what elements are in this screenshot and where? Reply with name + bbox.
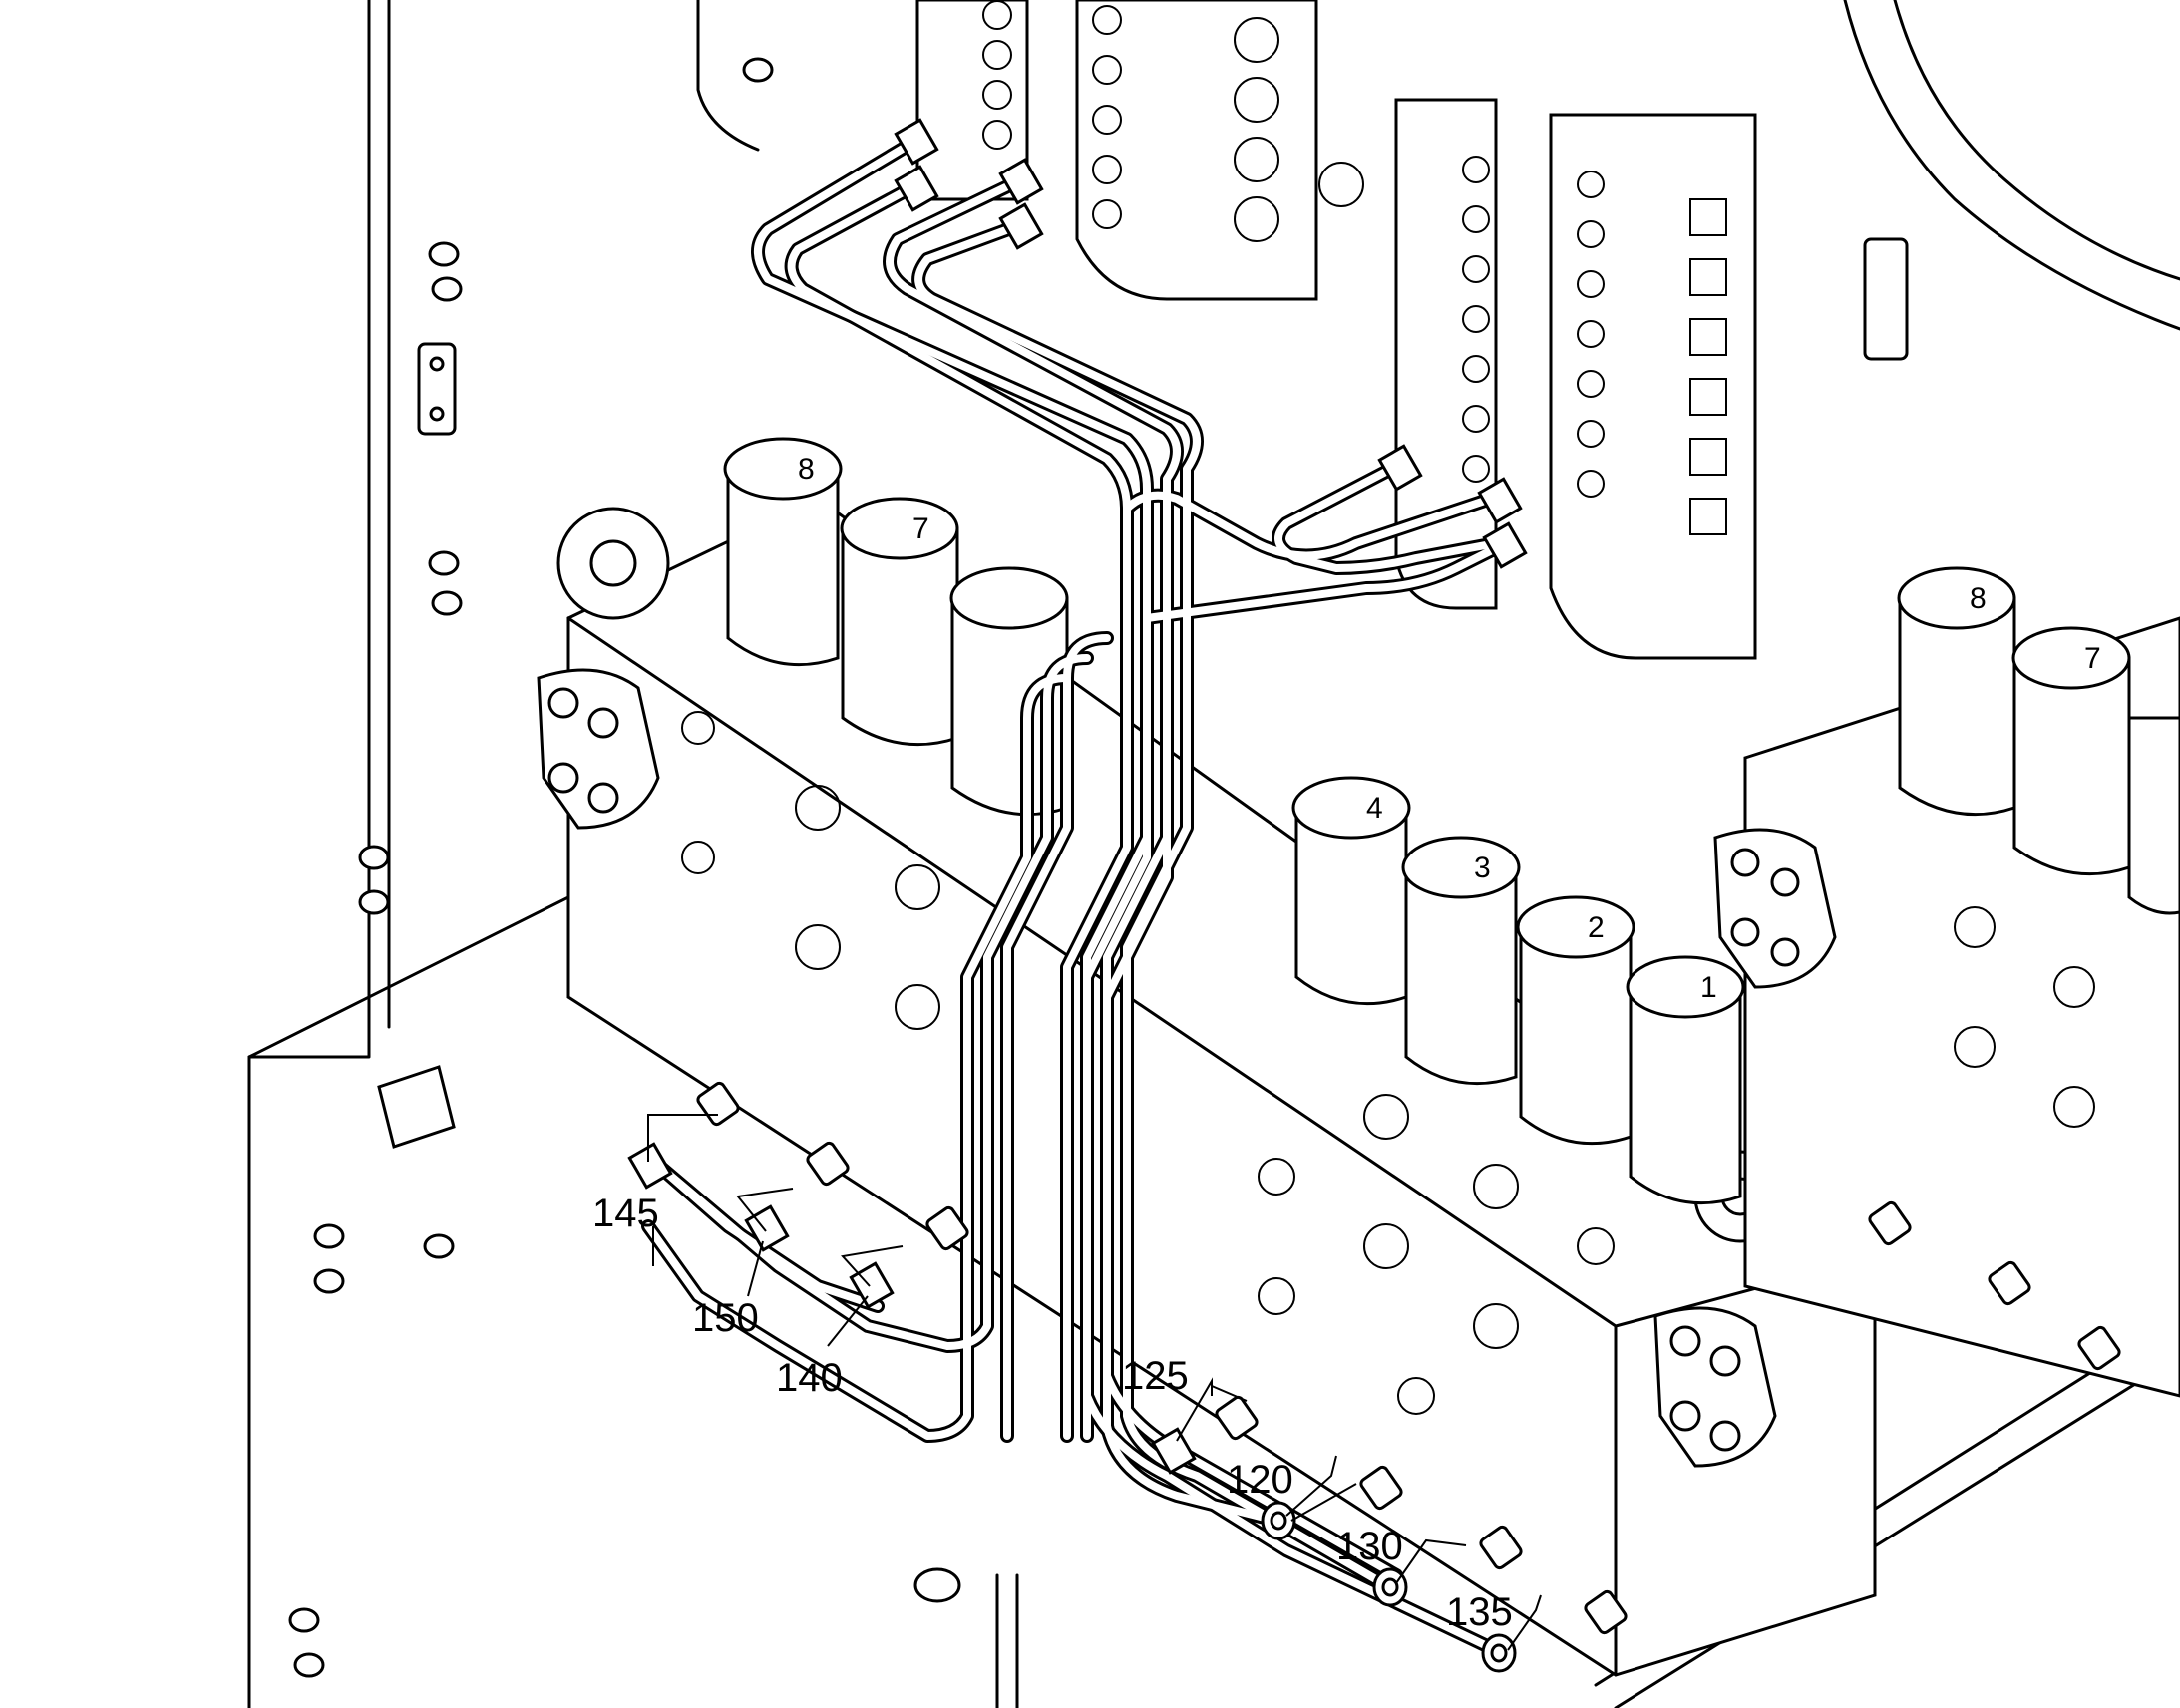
pipe-5-core (1274, 460, 1500, 572)
pipe-11-core (1083, 694, 1510, 1659)
callout-135: 135 (1446, 1590, 1513, 1634)
pipe-6-core (1123, 491, 1495, 560)
pipe-3-core (886, 175, 1280, 1525)
pipe-7-core (1143, 539, 1510, 622)
callout-130: 130 (1336, 1525, 1403, 1568)
upper-manifold-right-b (1549, 113, 1757, 660)
right-cap-digit-8: 8 (1970, 582, 1987, 615)
callout-120: 120 (1227, 1458, 1293, 1502)
hydraulic-pipes (641, 133, 1513, 1662)
pipe-1-core (754, 136, 1151, 1440)
upper-manifold-center (1075, 0, 1364, 301)
right-valve-block: 8 7 (1713, 566, 2180, 1398)
cap-digit-3: 3 (1474, 852, 1491, 884)
cap-digit-7: 7 (912, 512, 929, 545)
callout-leaders (647, 1114, 1542, 1651)
cap-digit-4: 4 (1366, 792, 1383, 825)
upper-manifold-left (915, 0, 1029, 201)
right-cap-digit-7: 7 (2084, 642, 2101, 675)
valve-caps-left-block: 8 7 (723, 437, 1069, 817)
callout-145: 145 (592, 1192, 659, 1235)
frame-bolts (288, 57, 1909, 1678)
frame-structure (247, 0, 2180, 1708)
pipe-13-core (644, 1153, 882, 1310)
callout-125: 125 (1122, 1354, 1189, 1398)
pipe-fittings (627, 118, 2121, 1673)
callout-150: 150 (692, 1296, 759, 1340)
callout-140: 140 (776, 1356, 843, 1400)
pipe-10-core (644, 674, 1071, 1440)
valve-caps-middle-block: 4 3 2 1 (1291, 776, 1745, 1205)
cap-digit-2: 2 (1588, 911, 1605, 944)
pipe-9-core (644, 654, 1091, 1350)
pipe-4-core (914, 220, 1390, 1589)
cap-digit-8: 8 (798, 453, 815, 486)
cap-digit-1: 1 (1700, 971, 1717, 1004)
